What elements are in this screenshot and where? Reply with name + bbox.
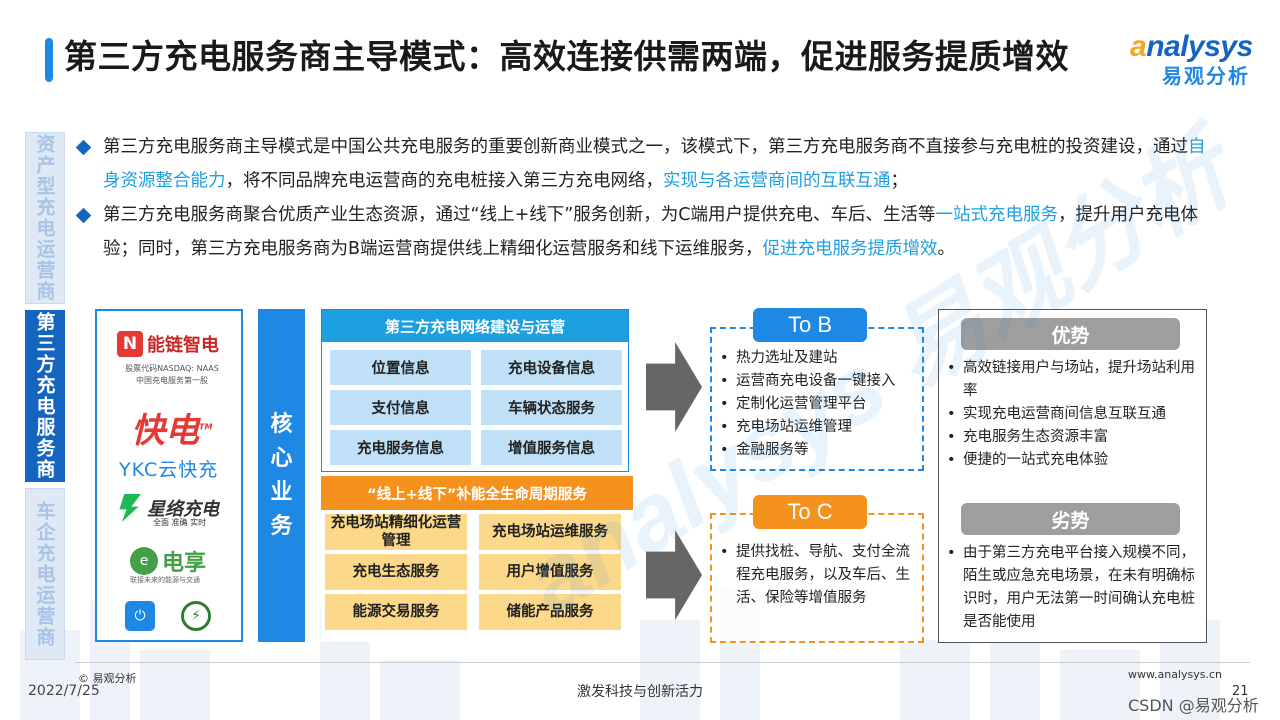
- side-tab-automaker-operator[interactable]: 车企充电运营商: [25, 488, 65, 660]
- diamond-bullet-icon: [75, 139, 92, 156]
- lifecycle-panel-title: “线上+线下”补能全生命周期服务: [321, 476, 633, 510]
- dianxiang-subtitle: 联接未来的能源与交通: [130, 576, 200, 584]
- side-tab-third-party-provider[interactable]: 第三方充电服务商: [25, 310, 65, 482]
- advantages-list: 高效链接用户与场站，提升场站利用率 实现充电运营商间信息互联互通 充电服务生态资…: [947, 357, 1202, 472]
- leaf-icon: e: [130, 547, 158, 575]
- page-number: 21: [1232, 684, 1249, 699]
- xingluo-logo: 星络充电: [117, 494, 219, 522]
- network-cell: 位置信息: [330, 350, 471, 385]
- side-tab-asset-operator[interactable]: 资产型充电运营商: [25, 132, 65, 304]
- disadvantages-label: 劣势: [961, 503, 1180, 535]
- list-item: 实现充电运营商间信息互联互通: [947, 403, 1202, 426]
- network-cell: 充电设备信息: [481, 350, 622, 385]
- to-c-label: To C: [753, 495, 867, 529]
- lifecycle-panel: “线上+线下”补能全生命周期服务 充电场站精细化运营管理 充电场站运维服务 充电…: [321, 476, 633, 642]
- network-panel-title: 第三方充电网络建设与运营: [322, 310, 628, 342]
- list-item: 便捷的一站式充电体验: [947, 449, 1202, 472]
- charger-app-icon: ⏻: [125, 601, 155, 631]
- title-accent-bar: [45, 38, 53, 82]
- list-item: 充电场站运维管理: [720, 416, 920, 439]
- list-item: 高效链接用户与场站，提升场站利用率: [947, 357, 1202, 403]
- nlzd-subtitle: 股票代码NASDAQ: NAAS 中国充电服务第一股: [125, 364, 219, 385]
- advantages-label: 优势: [961, 318, 1180, 350]
- network-panel: 第三方充电网络建设与运营 位置信息 充电设备信息 支付信息 车辆状态服务 充电服…: [321, 309, 629, 472]
- network-cell: 车辆状态服务: [481, 390, 622, 425]
- analysys-logo: analysys 易观分析: [1130, 30, 1253, 88]
- list-item: 热力选址及建站: [720, 347, 920, 370]
- lifecycle-cell: 能源交易服务: [325, 594, 467, 630]
- to-c-list: 提供找桩、导航、支付全流程充电服务，以及车后、生活、保险等增值服务: [720, 541, 920, 610]
- lifecycle-cell: 充电生态服务: [325, 554, 467, 590]
- xingluo-subtitle: 全面 准确 实时: [153, 518, 207, 527]
- pros-cons-panel: 优势 高效链接用户与场站，提升场站利用率 实现充电运营商间信息互联互通 充电服务…: [938, 309, 1207, 643]
- network-cell: 充电服务信息: [330, 430, 471, 465]
- network-cell: 支付信息: [330, 390, 471, 425]
- core-business-label: 核心业务: [258, 309, 305, 642]
- list-item: 运营商充电设备一键接入: [720, 370, 920, 393]
- brand-logos-panel: N 能链智电 股票代码NASDAQ: NAAS 中国充电服务第一股 快电TM Y…: [95, 309, 243, 642]
- list-item: 提供找桩、导航、支付全流程充电服务，以及车后、生活、保险等增值服务: [720, 541, 920, 610]
- footer-divider: [75, 662, 1250, 663]
- nlzd-icon: N: [117, 331, 143, 357]
- page-title: 第三方充电服务商主导模式：高效连接供需两端，促进服务提质增效: [64, 37, 1069, 76]
- lifecycle-cell: 充电场站精细化运营管理: [325, 514, 467, 550]
- bullet-1: 第三方充电服务商主导模式是中国公共充电服务的重要创新商业模式之一，该模式下，第三…: [75, 130, 1208, 198]
- plug-app-icon: ⚡: [181, 601, 211, 631]
- lightning-icon: [119, 494, 141, 522]
- disadvantages-list: 由于第三方充电平台接入规模不同，陌生或应急充电场景，在未有明确标识时，用户无法第…: [947, 542, 1202, 634]
- lifecycle-cell: 储能产品服务: [479, 594, 621, 630]
- diamond-bullet-icon: [75, 207, 92, 224]
- list-item: 金融服务等: [720, 439, 920, 462]
- to-b-label: To B: [753, 308, 867, 342]
- footer-date: 2022/7/25: [28, 683, 100, 699]
- to-b-list: 热力选址及建站 运营商充电设备一键接入 定制化运营管理平台 充电场站运维管理 金…: [720, 347, 920, 462]
- nlzd-logo: N 能链智电: [117, 329, 227, 359]
- footer-slogan: 激发科技与创新活力: [577, 684, 703, 700]
- lifecycle-cell: 充电场站运维服务: [479, 514, 621, 550]
- bullet-2: 第三方充电服务商聚合优质产业生态资源，通过“线上+线下”服务创新，为C端用户提供…: [75, 198, 1208, 266]
- csdn-watermark: CSDN @易观分析: [1128, 696, 1259, 715]
- list-item: 定制化运营管理平台: [720, 393, 920, 416]
- arrow-right-icon: [646, 342, 702, 432]
- lifecycle-cell: 用户增值服务: [479, 554, 621, 590]
- ykc-logo: YKC云快充: [119, 459, 219, 481]
- dianxiang-logo: e 电享: [130, 545, 206, 577]
- list-item: 充电服务生态资源丰富: [947, 426, 1202, 449]
- footer-url[interactable]: www.analysys.cn: [1128, 668, 1222, 681]
- list-item: 由于第三方充电平台接入规模不同，陌生或应急充电场景，在未有明确标识时，用户无法第…: [947, 542, 1202, 634]
- footer-copyright: © 易观分析: [78, 672, 137, 685]
- intro-bullets: 第三方充电服务商主导模式是中国公共充电服务的重要创新商业模式之一，该模式下，第三…: [75, 130, 1208, 266]
- network-cell: 增值服务信息: [481, 430, 622, 465]
- kuaidian-logo: 快电TM: [131, 411, 213, 451]
